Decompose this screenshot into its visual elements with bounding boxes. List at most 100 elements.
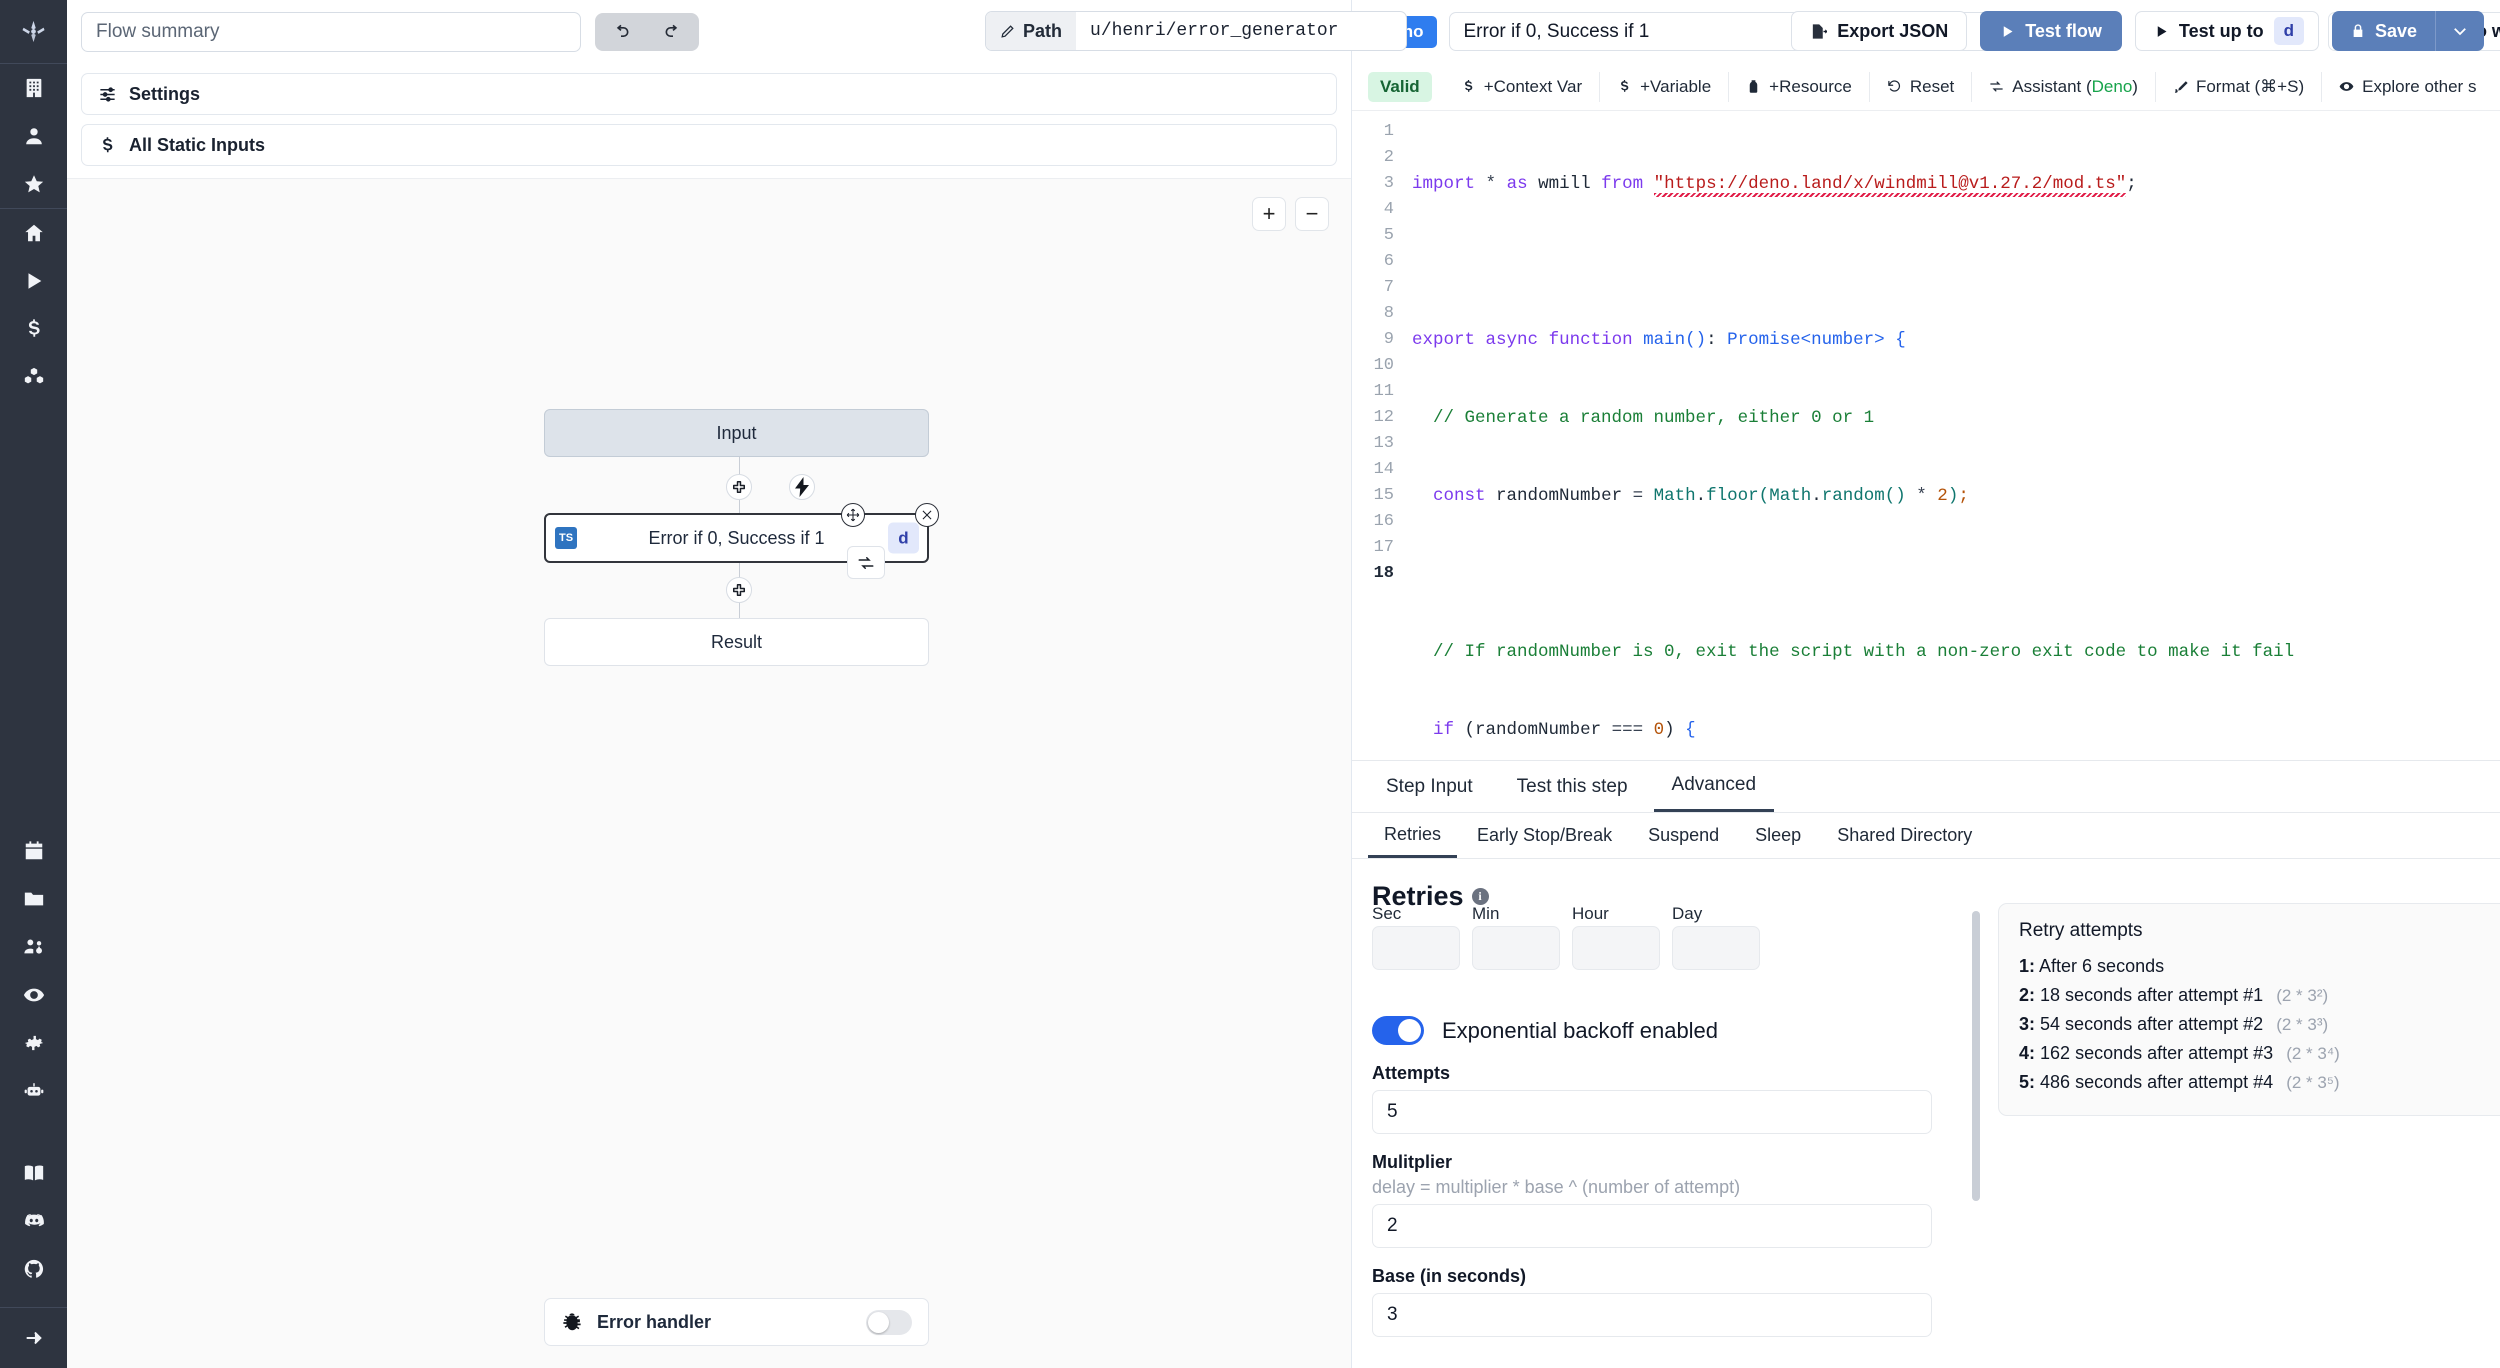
flow-canvas[interactable]: + − Input TS Error if 0, Succe [67, 178, 1351, 1368]
insert-trigger-button[interactable] [788, 474, 815, 500]
path-control[interactable]: Path u/henri/error_generator [985, 11, 1408, 51]
delay-hour-field: Hour [1572, 904, 1660, 970]
test-flow-button[interactable]: Test flow [1980, 11, 2122, 51]
retry-attempt-formula: (2 * 3²) [2276, 986, 2329, 1005]
sidebar-group-admin [0, 827, 67, 1115]
delay-day-field: Day [1672, 904, 1760, 970]
sidebar-item-schedules[interactable] [0, 827, 67, 875]
sidebar-item-settings[interactable] [0, 1019, 67, 1067]
sidebar-item-resources[interactable] [0, 353, 67, 401]
retry-attempt-text: 54 seconds after attempt #2 [2040, 1014, 2264, 1034]
robot-icon [24, 1083, 43, 1096]
code-line [1412, 561, 2500, 587]
assistant-paren: ) [2132, 76, 2138, 96]
zoom-out-button[interactable]: − [1295, 197, 1329, 231]
add-context-var-button[interactable]: +Context Var [1444, 71, 1601, 102]
redo-icon [665, 24, 678, 37]
save-button-group: Save [2331, 11, 2484, 51]
attempts-input[interactable] [1372, 1090, 1932, 1134]
retry-attempt-row: 4: 162 seconds after attempt #3 (2 * 3⁴) [2019, 1039, 2500, 1068]
tab-early-stop-break[interactable]: Early Stop/Break [1477, 825, 1613, 845]
retry-indicator-chip[interactable] [847, 546, 885, 579]
save-divider [2435, 11, 2436, 51]
tab-advanced[interactable]: Advanced [1653, 761, 1775, 812]
format-button[interactable]: Format (⌘+S) [2156, 71, 2323, 102]
info-icon[interactable]: i [1471, 888, 1489, 905]
sidebar-item-workers[interactable] [0, 1067, 67, 1115]
resource-icon [1749, 80, 1758, 93]
reset-button[interactable]: Reset [1870, 71, 1973, 102]
line-number: 15 [1373, 486, 1394, 505]
error-handler-bar[interactable]: Error handler [544, 1298, 929, 1346]
sidebar-item-audit-logs[interactable] [0, 971, 67, 1019]
exponential-backoff-toggle[interactable] [1372, 1016, 1424, 1045]
path-value[interactable]: u/henri/error_generator [1090, 21, 1339, 41]
sidebar-item-github[interactable] [0, 1245, 67, 1293]
retries-title-text: Retries [1372, 881, 1464, 911]
graph-node-step[interactable]: TS Error if 0, Success if 1 d [544, 503, 939, 579]
save-button[interactable]: Save [2332, 11, 2435, 51]
delete-step-button[interactable] [915, 503, 939, 527]
lock-icon [2353, 24, 2363, 37]
add-resource-button[interactable]: +Resource [1729, 71, 1870, 102]
move-icon [846, 508, 860, 522]
tab-step-input[interactable]: Step Input [1386, 775, 1473, 797]
discord-icon [24, 1214, 44, 1227]
tab-suspend[interactable]: Suspend [1648, 825, 1720, 845]
sidebar-divider-3 [0, 1307, 67, 1308]
sidebar-item-groups[interactable] [0, 923, 67, 971]
tab-test-this-step[interactable]: Test this step [1516, 775, 1628, 797]
export-json-button[interactable]: Export JSON [1791, 11, 1968, 51]
assistant-button[interactable]: Assistant (Deno) [1972, 71, 2156, 102]
test-up-to-label: Test up to [2178, 20, 2264, 41]
settings-row[interactable]: Settings [81, 73, 1337, 115]
delay-sec-input[interactable] [1372, 926, 1460, 970]
test-flow-label: Test flow [2025, 20, 2102, 41]
delay-hour-input[interactable] [1572, 926, 1660, 970]
code-content[interactable]: import * as wmill from "https://deno.lan… [1404, 111, 2500, 760]
sidebar-item-expand-sidebar[interactable] [0, 1308, 67, 1368]
tab-shared-directory[interactable]: Shared Directory [1837, 825, 1973, 845]
static-inputs-row[interactable]: All Static Inputs [81, 124, 1337, 166]
retries-panel-scrollbar[interactable] [1972, 911, 1980, 1201]
redo-button[interactable] [647, 13, 699, 51]
add-variable-button[interactable]: +Variable [1600, 71, 1730, 102]
windmill-logo-icon[interactable] [0, 0, 67, 63]
sidebar-item-variables[interactable] [0, 305, 67, 353]
retry-attempt-text: After 6 seconds [2039, 956, 2165, 976]
sidebar-item-workspace[interactable] [0, 64, 67, 112]
test-up-to-button[interactable]: Test up to d [2134, 11, 2319, 51]
play-icon [2003, 25, 2013, 37]
delay-min-input[interactable] [1472, 926, 1560, 970]
error-handler-toggle[interactable] [866, 1309, 912, 1335]
base-label: Base (in seconds) [1372, 1266, 1527, 1286]
move-handle[interactable] [841, 503, 865, 527]
sidebar-item-home[interactable] [0, 209, 67, 257]
undo-button[interactable] [595, 13, 647, 51]
tab-sleep[interactable]: Sleep [1755, 825, 1802, 845]
base-input[interactable] [1372, 1293, 1932, 1337]
dollar-icon [103, 136, 113, 152]
sidebar-item-favorites[interactable] [0, 160, 67, 208]
sidebar-item-discord[interactable] [0, 1197, 67, 1245]
flow-summary-input[interactable] [81, 11, 581, 52]
sidebar-item-docs[interactable] [0, 1149, 67, 1197]
add-step-button-bottom[interactable] [726, 577, 752, 603]
assistant-icon [1990, 81, 2004, 92]
explore-other-scripts-button[interactable]: Explore other s [2322, 72, 2493, 102]
multiplier-input[interactable] [1372, 1204, 1932, 1248]
tab-retries[interactable]: Retries [1368, 813, 1458, 858]
delay-day-input[interactable] [1672, 926, 1760, 970]
line-number: 1 [1383, 122, 1394, 141]
retry-attempts-preview: Retry attempts 1: After 6 seconds 2: 18 … [1998, 903, 2500, 1368]
save-dropdown-button[interactable] [2436, 11, 2484, 51]
graph-node-result[interactable]: Result [544, 618, 929, 666]
sidebar-item-folders[interactable] [0, 875, 67, 923]
graph-node-input[interactable]: Input [544, 409, 929, 457]
step-detail-pane: Deno Save to workspace Valid [1352, 0, 2500, 1368]
add-step-button-top[interactable] [726, 474, 752, 500]
zoom-in-button[interactable]: + [1252, 197, 1286, 231]
sidebar-item-runs[interactable] [0, 257, 67, 305]
sidebar-item-user[interactable] [0, 112, 67, 160]
